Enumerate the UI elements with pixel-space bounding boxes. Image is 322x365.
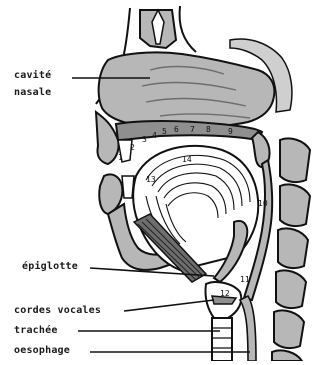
marker-3: 3: [142, 135, 147, 144]
marker-12: 12: [220, 289, 230, 298]
leader-vocal-cords: [124, 300, 214, 311]
marker-7: 7: [190, 125, 195, 134]
marker-14: 14: [182, 155, 192, 164]
trachea-tube: [212, 318, 232, 361]
marker-4: 4: [152, 131, 157, 140]
label-vocal-cords: cordes vocales: [14, 305, 101, 316]
label-nasal-cavity-line1: cavité: [14, 70, 51, 81]
label-oesophagus: oesophage: [14, 345, 70, 356]
label-trachea: trachée: [14, 325, 58, 336]
marker-5: 5: [162, 127, 167, 136]
nasal-cavity: [99, 52, 275, 127]
marker-2: 2: [130, 143, 135, 152]
marker-11: 11: [240, 275, 250, 284]
label-epiglottis: épiglotte: [22, 261, 78, 272]
spine: [272, 138, 310, 361]
label-nasal-cavity-line2: nasale: [14, 87, 51, 98]
marker-10: 10: [258, 199, 268, 208]
marker-8: 8: [206, 125, 211, 134]
marker-1: 1: [118, 153, 123, 162]
marker-9: 9: [228, 127, 233, 136]
marker-6: 6: [174, 125, 179, 134]
marker-13: 13: [146, 175, 156, 184]
